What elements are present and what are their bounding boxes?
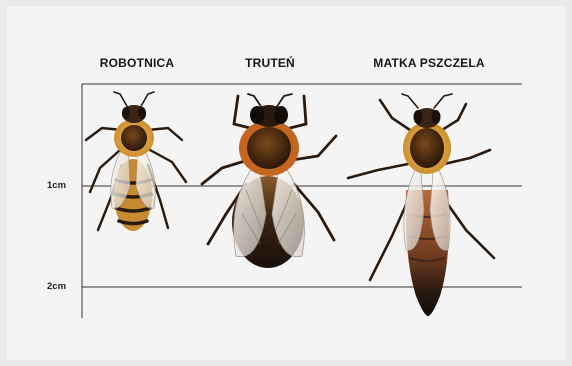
drone-bee: [202, 94, 336, 268]
queen-bee: [348, 94, 494, 316]
worker-bee: [86, 92, 186, 231]
